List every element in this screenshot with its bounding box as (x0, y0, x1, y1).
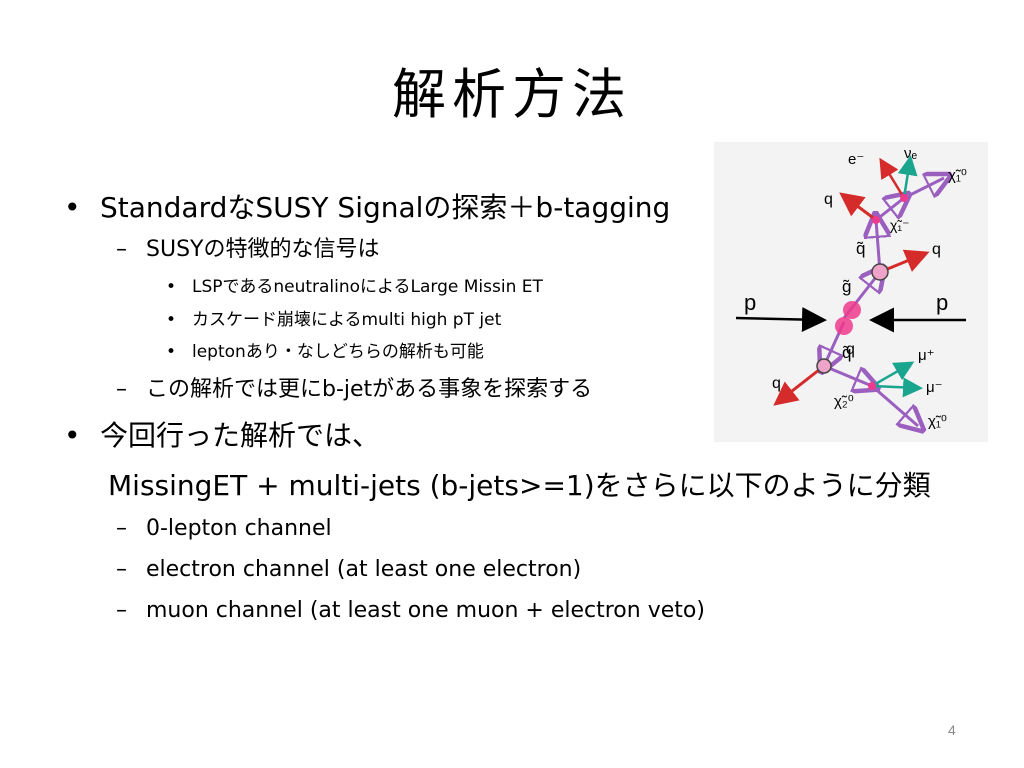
vertex-chargino (872, 216, 880, 224)
label-p-right: p (936, 290, 948, 315)
vertex-squark-bottom (816, 358, 832, 374)
cascade-diagram-svg: p p g̃ q̃ q̃ q q q q e⁻ νₑ χ̃₁⁰ χ̃₁⁻ χ̃₂… (735, 145, 967, 442)
vertex-neutralino2 (868, 382, 876, 390)
channel-0-lepton: 0-lepton channel (146, 516, 332, 541)
item-large-missing-et: LSPであるneutralinoによるLarge Missin ET (192, 277, 543, 297)
bullet-marker: • (64, 419, 81, 452)
bullet-marker: • (64, 191, 81, 224)
dash-marker: – (116, 557, 127, 582)
neutralino-top-line (903, 178, 944, 200)
page-number: 4 (948, 722, 956, 738)
small-bullet-marker: • (166, 277, 177, 297)
small-bullet-marker: • (166, 342, 177, 362)
neutrino-line (897, 155, 918, 199)
label-electron: e⁻ (848, 151, 864, 168)
label-q-upper-left: q (824, 191, 833, 208)
label-mu-plus: μ⁺ (918, 347, 935, 364)
muon-plus-line (871, 361, 915, 388)
label-chi2-0: χ̃₂⁰ (834, 393, 854, 410)
bullet-standard-susy: StandardなSUSY Signalの探索＋b-tagging (100, 191, 671, 224)
label-nu-e: νₑ (904, 145, 918, 162)
label-q-upper-right: q (932, 241, 941, 258)
label-chi1-0-top: χ̃₁⁰ (948, 167, 967, 184)
beam-left-arrow (735, 307, 827, 333)
muon-minus-line (871, 377, 923, 398)
chargino-line (875, 198, 904, 222)
label-squark-bottom: q̃ (842, 343, 851, 362)
item-lepton-analysis: leptonあり・なしどちらの解析も可能 (192, 342, 484, 362)
bullet-this-analysis: 今回行った解析では、 (100, 419, 381, 452)
dash-marker: – (116, 237, 127, 262)
label-squark-top: q̃ (856, 239, 865, 258)
channel-electron: electron channel (at least one electron) (146, 557, 582, 582)
dash-marker: – (116, 516, 127, 541)
quark-lower-left (773, 364, 825, 406)
sub-bullet-b-jet-search: この解析では更にb-jetがある事象を探索する (146, 377, 593, 402)
label-chi1-0-bottom: χ̃₁⁰ (928, 413, 947, 430)
dash-marker: – (116, 377, 127, 402)
vertex-top (900, 194, 908, 202)
sub-bullet-susy-signal: SUSYの特徴的な信号は (146, 237, 380, 262)
quark-upper-left (839, 192, 877, 222)
neutralino-bottom-line (871, 384, 918, 426)
vertex-squark (871, 263, 889, 281)
label-q-lower-left: q (772, 375, 781, 392)
label-q-mid: q (846, 341, 855, 358)
label-gluino: g̃ (842, 277, 851, 296)
dash-marker: – (116, 598, 127, 623)
page-title: 解析方法 (392, 63, 632, 126)
label-mu-minus: μ⁻ (926, 379, 943, 396)
item-multi-jet: カスケード崩壊によるmulti high pT jet (192, 310, 502, 330)
electron-line (879, 157, 906, 199)
neutralino2-line (823, 364, 872, 386)
susy-cascade-diagram: p p g̃ q̃ q̃ q q q q e⁻ νₑ χ̃₁⁰ χ̃₁⁻ χ̃₂… (714, 142, 988, 442)
collision-point (843, 301, 861, 319)
label-chi1-minus: χ̃₁⁻ (890, 217, 909, 233)
channel-muon: muon channel (at least one muon + electr… (146, 598, 705, 623)
collision-point (835, 317, 853, 335)
bullet-missinget-classification: MissingET + multi-jets (b-jets>=1)をさらに以下… (108, 469, 931, 502)
small-bullet-marker: • (166, 310, 177, 330)
label-p-left: p (744, 290, 756, 315)
